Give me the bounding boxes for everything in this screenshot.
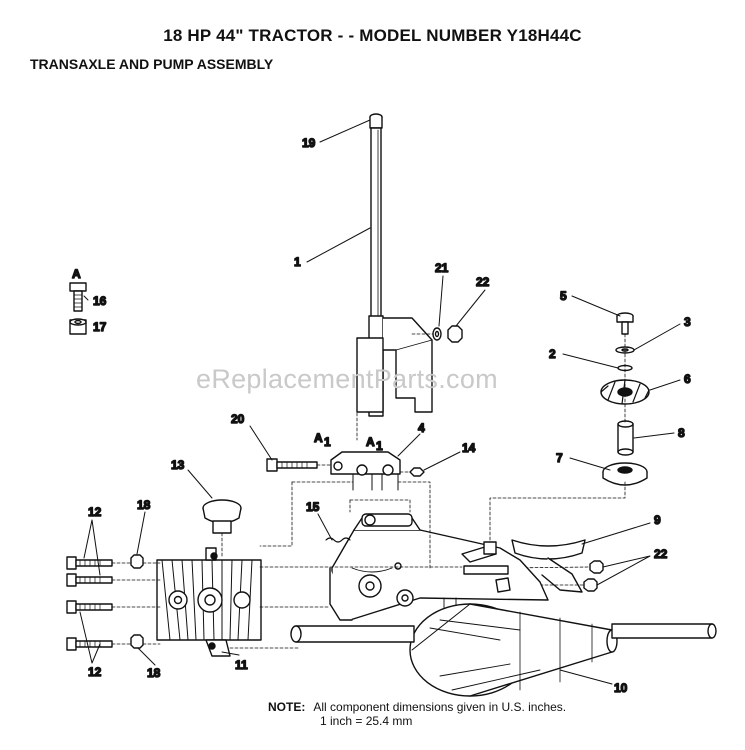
callout-22-lower: 22 — [654, 547, 668, 561]
axle-cone — [409, 603, 618, 697]
page-title: 18 HP 44" TRACTOR - - MODEL NUMBER Y18H4… — [163, 26, 582, 45]
svg-text:1: 1 — [324, 435, 331, 449]
washer-18-upper — [130, 554, 144, 569]
callout-2: 2 — [549, 347, 556, 361]
washer-21 — [432, 327, 442, 341]
callout-A: A — [72, 267, 81, 281]
watermark: eReplacementParts.com — [196, 364, 498, 394]
nut-22-lower-a — [589, 560, 604, 574]
callout-12-lower: 12 — [88, 665, 102, 679]
note-label: NOTE: — [268, 700, 306, 714]
cap-13 — [202, 499, 242, 534]
bolt-12-row4 — [66, 637, 113, 651]
shift-arm — [330, 451, 401, 491]
callout-16: 16 — [93, 294, 107, 308]
note-line-1: All component dimensions given in U.S. i… — [313, 700, 567, 714]
callout-17: 17 — [93, 320, 107, 334]
washer-18-lower — [130, 634, 144, 649]
nut-22-upper — [411, 325, 463, 343]
callout-A1-left: A — [314, 431, 323, 445]
assembly-lines — [111, 481, 463, 649]
callout-22-upper: 22 — [476, 275, 490, 289]
callout-9: 9 — [654, 513, 661, 527]
callout-19: 19 — [302, 136, 316, 150]
callout-8: 8 — [678, 426, 685, 440]
callout-18-upper: 18 — [137, 498, 151, 512]
callout-15: 15 — [306, 500, 320, 514]
bolt-12-row2 — [66, 573, 113, 587]
leader-lines — [79, 119, 681, 685]
callout-20: 20 — [231, 412, 245, 426]
shift-bracket — [356, 317, 433, 441]
spring-15 — [325, 537, 351, 543]
callout-14: 14 — [462, 441, 476, 455]
callout-13: 13 — [171, 458, 185, 472]
callout-1: 1 — [294, 255, 301, 269]
bolt-12-row1 — [66, 556, 113, 570]
nut-14 — [399, 467, 425, 477]
svg-text:1: 1 — [376, 439, 383, 453]
callout-10: 10 — [614, 681, 628, 695]
nut-22-lower-b — [583, 578, 598, 592]
bolt-12-row3 — [66, 600, 113, 614]
callout-11: 11 — [235, 658, 248, 672]
axle-left — [290, 625, 415, 643]
assembly-subtitle: TRANSAXLE AND PUMP ASSEMBLY — [30, 56, 274, 72]
spacer-8 — [617, 420, 634, 456]
bolt-16 — [69, 282, 87, 312]
bolt-20 — [266, 458, 332, 472]
dimension-note: NOTE: All component dimensions given in U… — [268, 700, 566, 728]
callouts: 19 1 21 22 A 16 17 5 3 2 6 8 7 9 22 10 1… — [71, 135, 691, 695]
note-line-2: 1 inch = 25.4 mm — [320, 714, 413, 728]
callout-18-lower: 18 — [147, 666, 161, 680]
callout-6: 6 — [684, 372, 691, 386]
callout-12-upper: 12 — [88, 505, 102, 519]
pump-fan-assembly — [156, 547, 262, 657]
callout-21: 21 — [435, 261, 449, 275]
axle-right — [611, 623, 717, 639]
callout-3: 3 — [684, 315, 691, 329]
bracket-9 — [511, 539, 586, 593]
callout-5: 5 — [560, 289, 567, 303]
callout-A1-right: A — [366, 435, 375, 449]
nut-17 — [69, 318, 87, 335]
callout-4: 4 — [418, 421, 425, 435]
callout-7: 7 — [556, 451, 563, 465]
transaxle-housing — [329, 513, 549, 621]
